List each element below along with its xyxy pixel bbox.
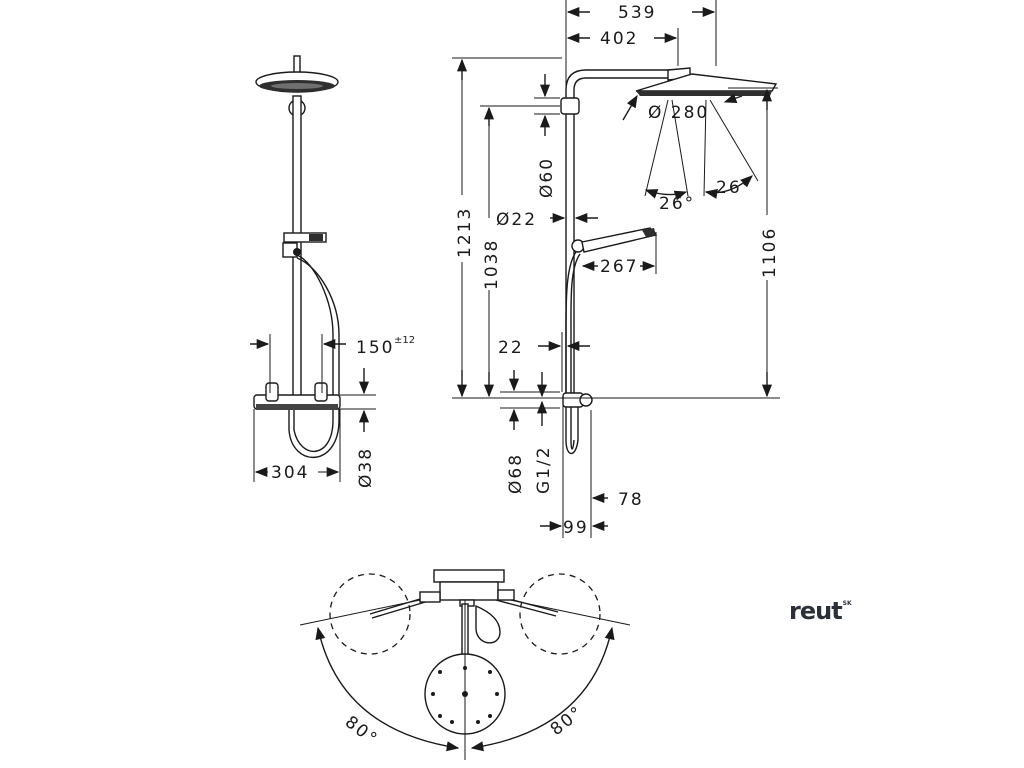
dim-267: 267 bbox=[600, 257, 638, 277]
dim-150: 150 bbox=[356, 338, 394, 358]
dim-68: Ø68 bbox=[506, 453, 526, 494]
dim-280: Ø 280 bbox=[648, 103, 709, 123]
hose-side bbox=[565, 251, 579, 455]
dim-78: 78 bbox=[618, 490, 644, 510]
dim-99: 99 bbox=[563, 518, 589, 538]
thermostat-side bbox=[562, 392, 593, 408]
dim-26-right: 26° bbox=[716, 178, 752, 198]
angle-right: 80° bbox=[547, 702, 588, 740]
spray-angle-lines bbox=[644, 99, 759, 201]
dim-1213: 1213 bbox=[455, 207, 475, 258]
dim-1106: 1106 bbox=[760, 227, 780, 278]
front-view: 150 ±12 Ø38 304 bbox=[250, 55, 415, 488]
soap-dish-top bbox=[475, 604, 501, 644]
hand-shower-side bbox=[571, 227, 658, 253]
swing-circle-left bbox=[329, 573, 411, 655]
dim-60: Ø60 bbox=[537, 157, 557, 198]
head-shower-front bbox=[255, 55, 339, 117]
dim-402: 402 bbox=[600, 29, 638, 49]
hose-front bbox=[293, 254, 334, 453]
brand-logo: reutSK bbox=[789, 597, 852, 625]
dim-539: 539 bbox=[618, 3, 656, 23]
brand-name: reut bbox=[789, 597, 843, 625]
brand-suffix: SK bbox=[842, 600, 852, 607]
head-shower-side bbox=[635, 67, 778, 96]
dim-150-tolerance: ±12 bbox=[394, 335, 415, 346]
thermostat-front bbox=[253, 382, 341, 410]
dim-22-wall: 22 bbox=[498, 338, 524, 358]
dim-1038: 1038 bbox=[482, 239, 502, 290]
dim-38: Ø38 bbox=[356, 447, 376, 488]
top-view: 80° 80° bbox=[299, 569, 631, 760]
thermostat-top bbox=[419, 569, 515, 607]
dim-g12: G1/2 bbox=[534, 445, 554, 494]
swing-circle-right bbox=[519, 573, 601, 655]
dim-304: 304 bbox=[271, 463, 309, 483]
hand-shower-holder-front bbox=[282, 232, 327, 258]
dim-26-left: 26° bbox=[659, 194, 695, 214]
side-view: 26° 26° Ø 280 539 402 bbox=[452, 0, 780, 538]
dim-22-pipe: Ø22 bbox=[496, 210, 537, 230]
